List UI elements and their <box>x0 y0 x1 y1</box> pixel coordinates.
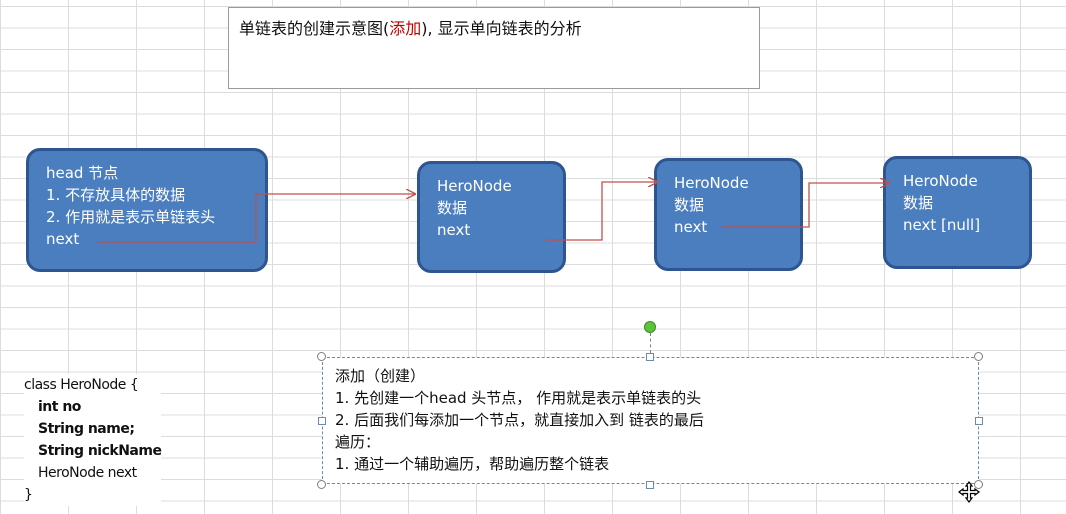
notes-line-1: 添加（创建） <box>335 367 426 385</box>
head-node-title: head 节点 <box>46 164 119 182</box>
hero-node-2-data: 数据 <box>674 196 705 214</box>
hero-node-3-name: HeroNode <box>903 172 978 190</box>
notes-line-2: 1. 先创建一个head 头节点， 作用就是表示单链表的头 <box>335 389 702 407</box>
hero-node-1-next: next <box>437 221 471 239</box>
field-nickname: String nickName <box>38 443 162 459</box>
field-no: int no <box>38 399 81 415</box>
title-text-highlight: 添加 <box>389 19 422 38</box>
rotate-handle[interactable] <box>644 321 656 333</box>
resize-handle-right[interactable] <box>975 417 983 425</box>
hero-node-3[interactable]: HeroNode 数据 next [null] <box>883 156 1032 269</box>
class-decl: class HeroNode { <box>24 377 139 393</box>
move-cursor-icon <box>958 481 980 503</box>
hero-node-1[interactable]: HeroNode 数据 next <box>417 161 566 273</box>
hero-node-2[interactable]: HeroNode 数据 next <box>654 158 803 271</box>
class-close: } <box>24 487 33 503</box>
hero-node-2-next: next <box>674 218 708 236</box>
resize-handle-top-left[interactable] <box>317 352 326 361</box>
hero-node-3-data: 数据 <box>903 194 934 212</box>
field-next: HeroNode next <box>38 465 137 481</box>
head-node-line-1: 1. 不存放具体的数据 <box>46 186 186 204</box>
title-text-after: ), 显示单向链表的分析 <box>421 19 582 38</box>
title-text-before: 单链表的创建示意图( <box>239 19 390 38</box>
resize-handle-bottom-left[interactable] <box>317 480 326 489</box>
resize-handle-bottom[interactable] <box>646 481 654 489</box>
notes-line-3: 2. 后面我们每添加一个节点，就直接加入到 链表的最后 <box>335 411 704 429</box>
field-name: String name; <box>38 421 135 437</box>
hero-node-1-data: 数据 <box>437 199 468 217</box>
head-node-box[interactable]: head 节点 1. 不存放具体的数据 2. 作用就是表示单链表头 next <box>26 148 268 272</box>
class-definition: class HeroNode { int no String name; Str… <box>24 374 162 506</box>
rotate-handle-line <box>650 333 651 353</box>
hero-node-1-name: HeroNode <box>437 177 512 195</box>
notes-line-5: 1. 通过一个辅助遍历，帮助遍历整个链表 <box>335 455 610 473</box>
resize-handle-left[interactable] <box>318 417 326 425</box>
hero-node-2-name: HeroNode <box>674 174 749 192</box>
head-node-next: next <box>46 230 80 248</box>
resize-handle-top[interactable] <box>646 353 654 361</box>
hero-node-3-next: next [null] <box>903 216 981 234</box>
resize-handle-bottom-right[interactable] <box>974 480 983 489</box>
title-textbox[interactable]: 单链表的创建示意图(添加), 显示单向链表的分析 <box>228 7 760 89</box>
notes-line-4: 遍历： <box>335 433 381 451</box>
notes-textbox[interactable]: 添加（创建） 1. 先创建一个head 头节点， 作用就是表示单链表的头 2. … <box>322 357 979 484</box>
resize-handle-top-right[interactable] <box>974 352 983 361</box>
head-node-line-2: 2. 作用就是表示单链表头 <box>46 208 216 226</box>
